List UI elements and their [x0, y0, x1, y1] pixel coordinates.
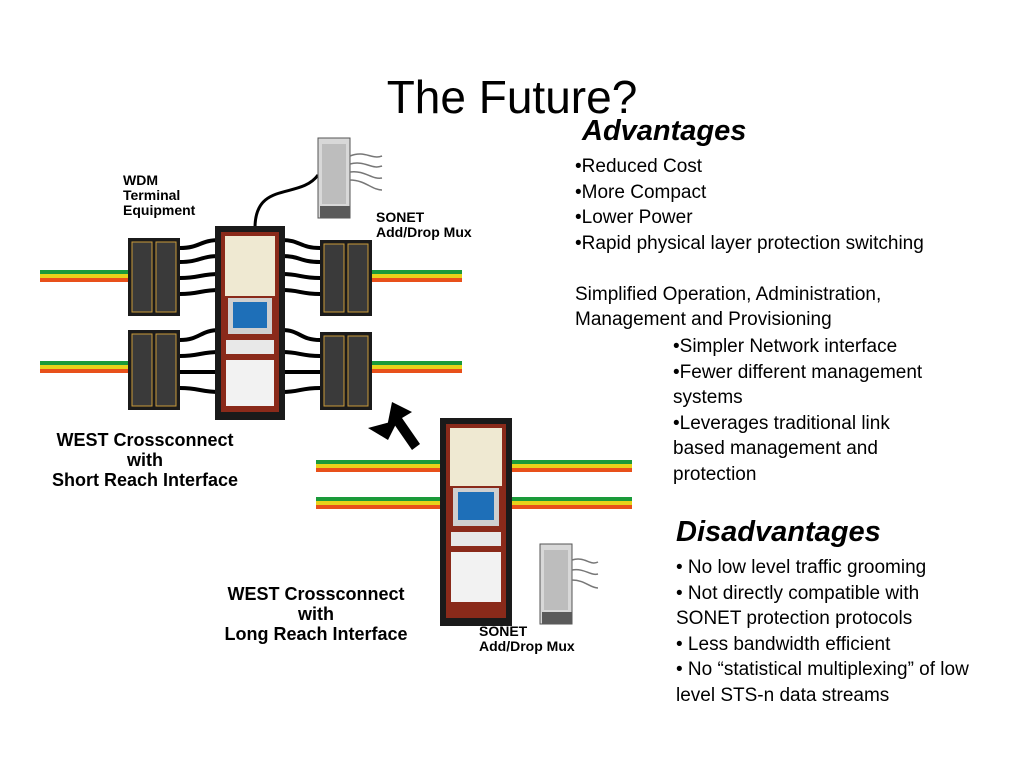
west-short-label-line-2: with [127, 450, 163, 470]
transition-arrow [368, 402, 420, 450]
sonet-adm-bottom-unit [539, 543, 573, 625]
sonet-top-cables [349, 153, 383, 191]
fiber-line-west-bottom-right [372, 361, 462, 373]
wdm-terminal-rack-4 [320, 332, 372, 410]
fiber-line-west-top-left [40, 270, 130, 282]
sonet-bottom-cables [571, 558, 599, 589]
disadvantage-item: • Not directly compatible with SONET pro… [676, 582, 920, 630]
west-crossconnect-long-rack [440, 418, 512, 626]
west-short-label: WEST Crossconnect with Short Reach Inter… [30, 430, 260, 490]
sonet-top-label-line-2: Add/Drop Mux [376, 224, 472, 240]
west-long-label: WEST Crossconnect with Long Reach Interf… [200, 584, 432, 644]
fiber-line-east-top-right [510, 460, 632, 472]
wdm-label: WDM Terminal Equipment [123, 173, 195, 218]
sonet-bottom-label: SONET Add/Drop Mux [479, 624, 575, 654]
west-short-label-line-3: Short Reach Interface [51, 470, 239, 490]
advantage-item: •Rapid physical layer protection switchi… [575, 232, 924, 254]
advantage-item: •Reduced Cost [575, 156, 703, 177]
slide-title: The Future? [386, 71, 638, 123]
fiber-line-west-bottom-left [40, 361, 130, 373]
advantage-subheading-line-2: Management and Provisioning [575, 309, 832, 330]
wdm-terminal-rack-2 [128, 330, 180, 410]
fiber-line-east-bottom-left [316, 497, 440, 509]
disadvantages-list: • No low level traffic grooming • Not di… [676, 555, 976, 708]
advantages-list: •Reduced Cost •More Compact •Lower Power… [575, 154, 924, 333]
disadvantage-item: • Less bandwidth efficient [676, 633, 891, 655]
west-long-label-line-3: Long Reach Interface [224, 624, 408, 644]
sonet-bottom-label-line-1: SONET [479, 623, 528, 639]
advantages-heading: Advantages [582, 115, 747, 147]
wdm-label-line-1: WDM [123, 172, 158, 188]
fiber-line-east-bottom-right [510, 497, 632, 509]
west-long-label-line-1: WEST Crossconnect [227, 584, 405, 604]
fiber-line-west-top-right [372, 270, 462, 282]
advantage-item: •More Compact [575, 181, 707, 203]
west-crossconnect-short-rack [215, 226, 285, 420]
advantages-sub-list: •Simpler Network interface •Fewer differ… [673, 334, 973, 487]
advantage-sub-item: •Fewer different management systems [673, 361, 923, 409]
advantage-sub-item: •Simpler Network interface [673, 336, 898, 357]
advantage-item: •Lower Power [575, 207, 693, 228]
sonet-adm-top-unit [317, 137, 351, 219]
disadvantage-item: • No low level traffic grooming [676, 557, 927, 578]
west-short-label-line-1: WEST Crossconnect [56, 430, 234, 450]
sonet-top-label: SONET Add/Drop Mux [376, 210, 472, 240]
disadvantages-heading: Disadvantages [676, 516, 881, 548]
wdm-terminal-rack-3 [320, 240, 372, 316]
advantage-subheading-line-1: Simplified Operation, Administration, [575, 283, 882, 305]
wdm-label-line-3: Equipment [123, 202, 196, 218]
advantage-sub-item: •Leverages traditional link based manage… [673, 412, 890, 485]
wdm-terminal-rack-1 [128, 238, 180, 316]
sonet-top-label-line-1: SONET [376, 209, 425, 225]
sonet-bottom-label-line-2: Add/Drop Mux [479, 638, 575, 654]
disadvantage-item: • No “statistical multiplexing” of low l… [676, 659, 969, 706]
fiber-line-east-top-left [316, 460, 440, 472]
west-long-label-line-2: with [298, 604, 334, 624]
wdm-label-line-2: Terminal [123, 187, 181, 203]
